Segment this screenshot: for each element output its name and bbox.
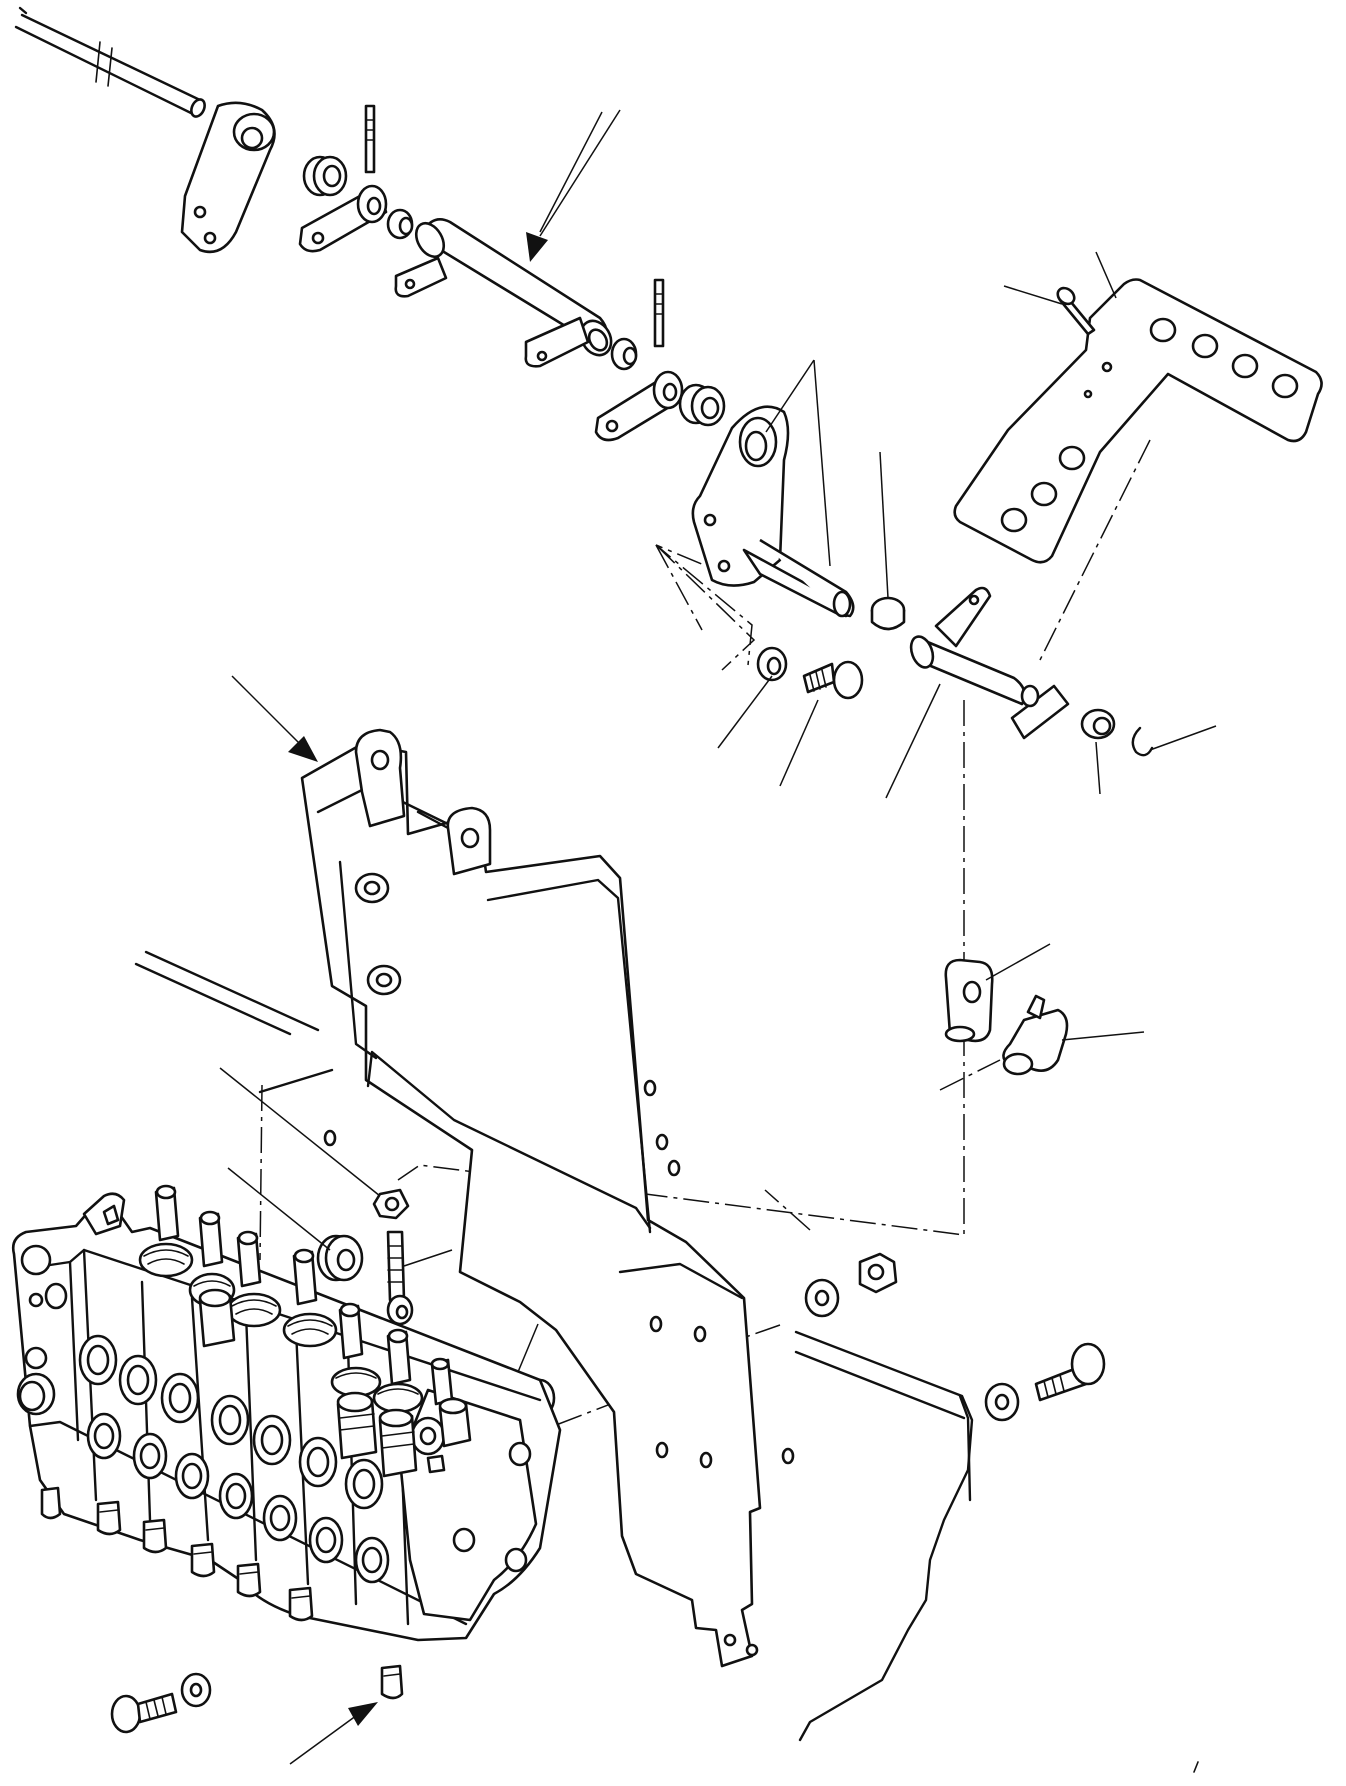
washer-4 (180, 1672, 212, 1708)
cross-tube (394, 218, 613, 368)
arrow-top-assembly (526, 109, 621, 262)
frame-tabs (354, 728, 492, 876)
frame-holes (323, 1079, 795, 1657)
valve-levers (154, 1184, 454, 1406)
snap-ring (1131, 726, 1154, 757)
clevis (944, 958, 994, 1043)
valve-spool-ends (40, 1486, 404, 1700)
spring-pin-2 (653, 278, 665, 348)
washer-3 (984, 1382, 1020, 1422)
clevis-pin (1002, 994, 1069, 1076)
valve-relief-cartridges (198, 1288, 472, 1478)
washer-1 (756, 646, 788, 682)
pedal-screw (1056, 286, 1096, 336)
left-bracket-plate (180, 101, 276, 254)
lever-arm-2 (594, 370, 686, 442)
bolt-1 (802, 660, 864, 700)
bushing-4 (678, 383, 726, 427)
pedal-bracket (691, 405, 855, 618)
bolt-3 (1034, 1342, 1106, 1402)
spring-pin-1 (364, 104, 376, 174)
lever-arm-1 (298, 184, 388, 253)
corner-mark (1193, 1761, 1199, 1773)
nut-2 (858, 1252, 898, 1294)
bushing-6 (316, 1234, 364, 1282)
body-panel-lines (134, 950, 974, 1742)
pedal-shaft-lever (909, 586, 1070, 740)
washer-2 (804, 1278, 840, 1318)
bushing-1 (302, 155, 348, 197)
eye-bolt (386, 1230, 414, 1326)
nut-1 (372, 1188, 410, 1220)
bushing-3 (610, 337, 638, 371)
valve-ports (78, 1334, 390, 1584)
pedal-plate (953, 278, 1323, 564)
frame-bosses (354, 872, 402, 996)
bolt-4 (110, 1692, 178, 1734)
shaft-rod (14, 6, 206, 118)
arrow-valve (289, 1702, 378, 1765)
arrow-frame (231, 675, 318, 762)
bushing-2 (386, 208, 414, 240)
leader-lines (219, 111, 1217, 1373)
pedal-spacer (870, 596, 906, 631)
bushing-5 (1080, 708, 1116, 740)
valve-top-bracket (82, 1192, 126, 1236)
